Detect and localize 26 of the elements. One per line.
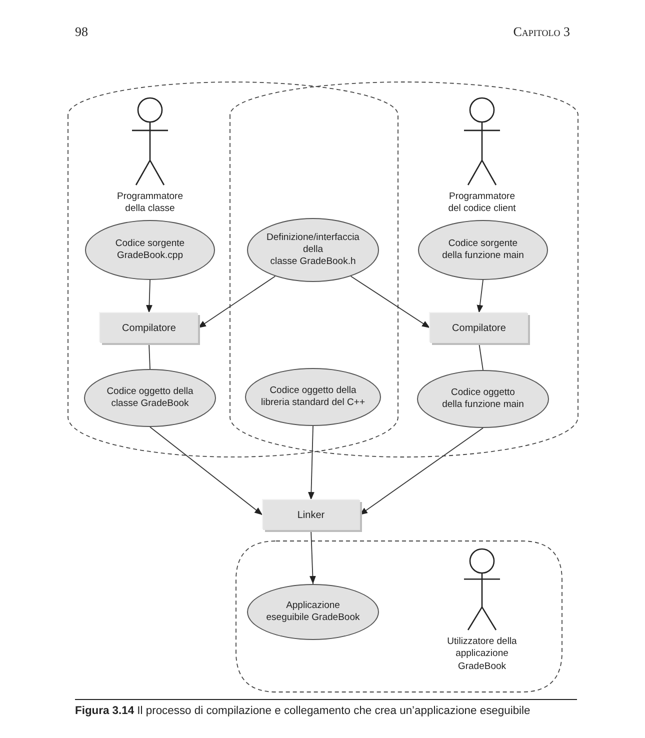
artifact-ellipse: Codice oggetto della funzione main [417, 370, 549, 428]
artifact-ellipse: Codice oggetto della classe GradeBook [84, 369, 216, 427]
artifact-ellipse: Codice sorgente della funzione main [418, 220, 548, 280]
arrow [310, 530, 316, 584]
actor-label: Utilizzatore della applicazione GradeBook [446, 636, 518, 674]
figure-caption: Figura 3.14 Il processo di compilazione e collegamento che crea un’applicazione eseguibile [75, 705, 530, 717]
actor-label: Programmatore della classe [116, 191, 184, 216]
artifact-ellipse: Applicazione eseguibile GradeBook [247, 584, 379, 640]
process-box: Linker [262, 500, 360, 530]
process-box: Compilatore [430, 313, 528, 343]
arrow [359, 428, 484, 516]
arrow [350, 276, 430, 328]
process-box: Compilatore [100, 313, 198, 343]
actor-label: Programmatore del codice client [447, 191, 517, 216]
arrow [150, 426, 263, 516]
arrow [146, 280, 152, 314]
connector-line [148, 342, 150, 370]
artifact-ellipse: Definizione/interfaccia della classe GradeBook.h [247, 218, 379, 282]
artifact-ellipse: Codice sorgente GradeBook.cpp [85, 220, 215, 280]
arrow [198, 276, 276, 328]
connector-line [478, 342, 484, 370]
arrow [308, 426, 314, 500]
chapter-heading: Capitolo 3 [513, 24, 570, 40]
page-number: 98 [75, 24, 88, 40]
arrow [476, 280, 484, 314]
artifact-ellipse: Codice oggetto della libreria standard del C++ [245, 368, 381, 426]
